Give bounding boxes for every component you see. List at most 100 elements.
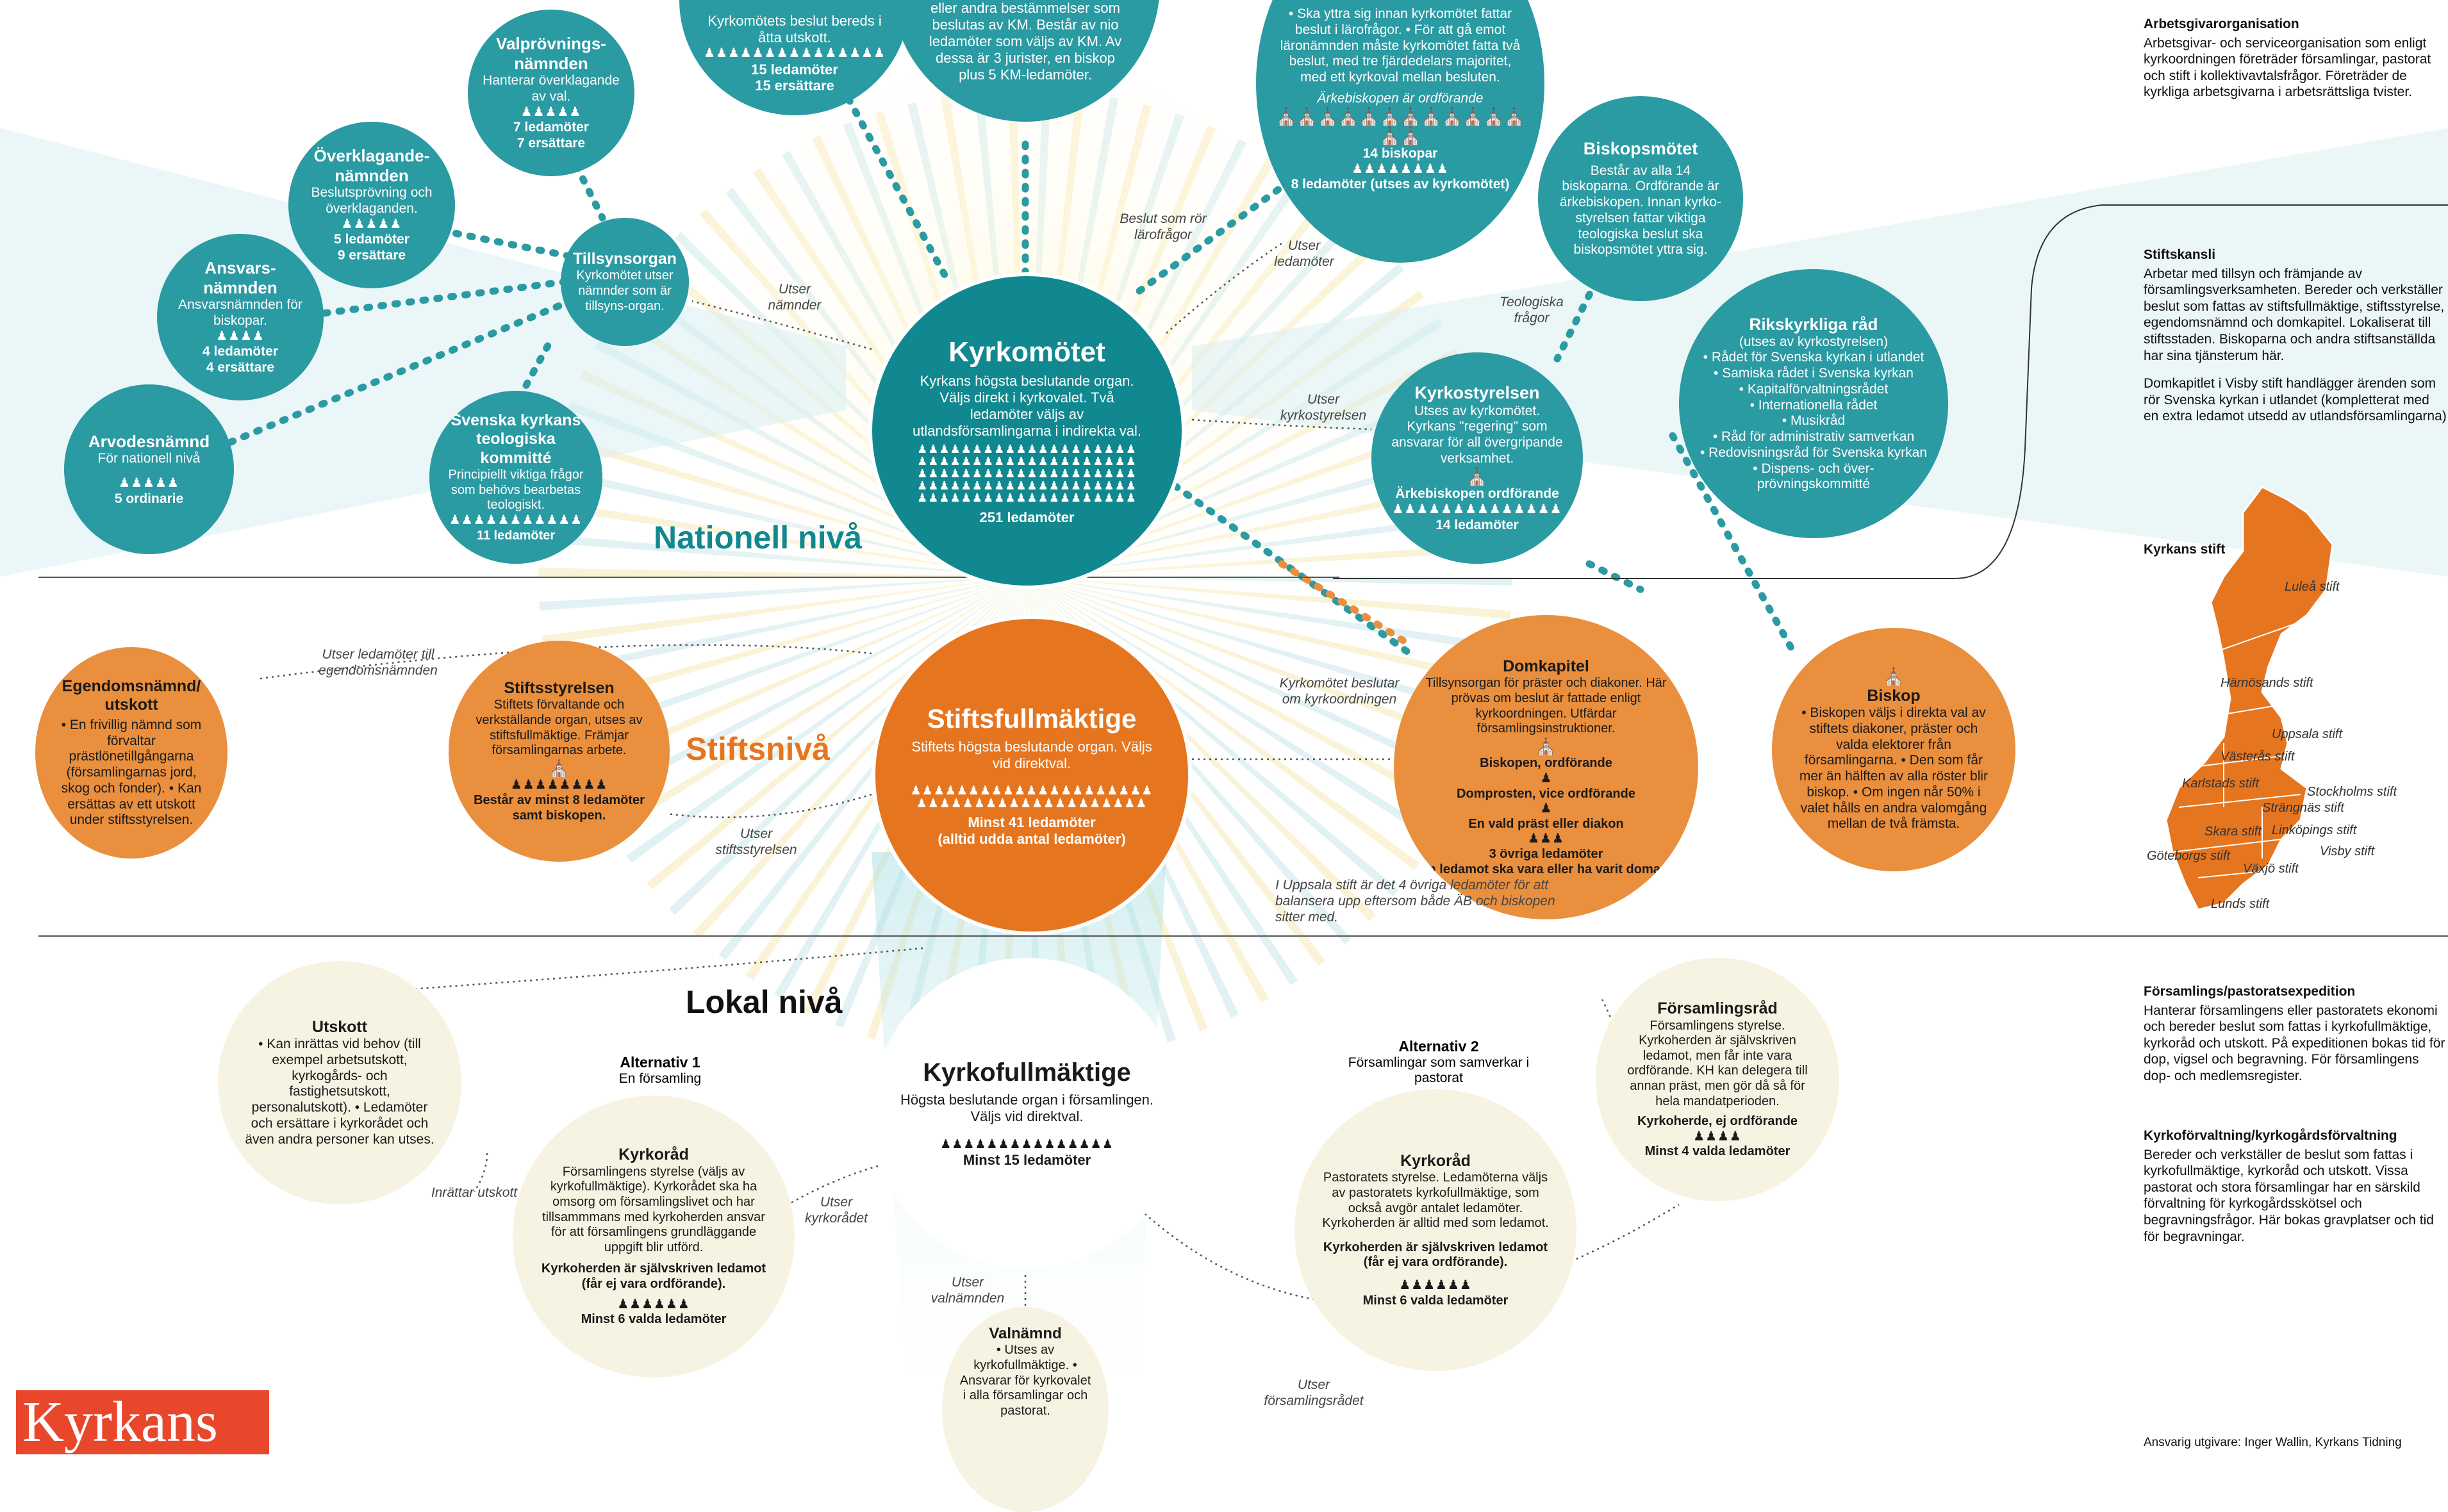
ansvars-title: Ansvars-nämnden [203,258,277,297]
map-label: Växjö stift [2243,862,2299,876]
forsamlingsrad-desc: Församlingens styrelse. Kyrkoherden är s… [1627,1018,1808,1108]
people-icon: ♟♟♟♟♟♟ [1399,1278,1472,1292]
domkapitel-l2: Domprosten, vice ordförande [1457,786,1635,801]
label-utser-styrelse: Utser stiftsstyrelsen [715,826,797,857]
stiftskansli-text2: Domkapitlet i Visby stift handlägger äre… [2144,376,2447,424]
expedition-text: Hanterar församlingens eller pastoratets… [2144,1003,2445,1084]
arvodes-circle: Arvodesnämnd För nationell nivå ♟♟♟♟♟ 5 … [64,384,234,554]
label-utser-ledamoter: Utser ledamöter [1274,238,1334,269]
utskott-title: Utskott [311,1017,368,1036]
valnamnd-desc: • Utses av kyrkofullmäktige. • Ansvarar … [959,1343,1091,1418]
alt2-sub: Församlingar som samverkar i pastorat [1348,1055,1530,1085]
overklagande-count: 5 ledamöter [334,232,409,247]
domkapitel-l4: 3 övriga ledamöter [1489,846,1603,861]
biskop-desc: • Biskopen väljs i direkta val av stifte… [1799,705,1989,832]
domkapitel-title: Domkapitel [1503,657,1589,675]
overklagande-sub: 9 ersättare [337,248,406,263]
sidebar-forvaltning: Kyrkoförvaltning/kyrkogårdsförvaltning B… [2144,1128,2448,1245]
kyrkostyrelsen-title: Kyrkostyrelsen [1414,382,1540,402]
map-label: Skara stift [2204,825,2262,839]
kyrkorad2-desc: Pastoratets styrelse. Ledamöterna väljs … [1322,1171,1549,1231]
rikskyrkliga-sub: (utses av kyrkostyrelsen) [1739,334,1889,349]
teologiska-circle: Svenska kyrkans teologiska kommitté Prin… [429,391,602,564]
people-icon: ♟♟♟♟♟♟ [617,1297,690,1311]
label-teologiska-fragor: Teologiska frågor [1500,295,1564,325]
stiftsstyrelsen-desc: Stiftets förvaltande och verkställande o… [476,698,643,758]
overklagande-title: Överklagande-nämnden [313,146,430,185]
rattsnamnd-circle-top: eller andra bestämmelser som beslutas av… [891,0,1160,122]
map-label: Uppsala stift [2272,727,2343,741]
kyrkomotet-count: 251 ledamöter [979,509,1075,525]
utskott-circle: Utskott • Kan inrättas vid behov (till e… [218,961,461,1204]
sidebar-stiftskansli: Stiftskansli Arbetar med tillsyn och frä… [2144,247,2448,425]
alt1-title: Alternativ 1 [620,1054,700,1071]
rikskyrkliga-item: • Dispens- och över-prövningskommitté [1753,461,1874,492]
valprovning-desc: Hanterar överklagande av val. [483,73,620,104]
map-label: Göteborgs stift [2147,849,2231,863]
stiftsfullmaktige-sub: (alltid udda antal ledamöter) [938,830,1126,847]
label-utser-egendom: Utser ledamöter till egendomsnämnden [318,647,438,678]
bishop-icon: ⛪ [1466,466,1488,486]
arbetsgivar-text: Arbetsgivar- och serviceorganisation som… [2144,35,2431,100]
stiftsstyrelsen-count: Består av minst 8 ledamöter samt biskope… [474,793,645,823]
ansvars-sub: 4 ersättare [206,360,275,375]
domkapitel-l3: En vald präst eller diakon [1468,816,1624,831]
tillsyn-circle: Tillsynsorgan Kyrkomötet utser nämnder s… [561,218,689,346]
kyrkans-logo: Kyrkans [16,1390,269,1454]
teologiska-title: Svenska kyrkans teologiska kommitté [451,411,581,467]
label-utser-valnamnden: Utser valnämnden [930,1275,1005,1306]
forvaltning-title: Kyrkoförvaltning/kyrkogårdsförvaltning [2144,1128,2397,1143]
map-label: Karlstads stift [2182,777,2260,791]
kyrkofullmaktige-count: Minst 15 ledamöter [963,1152,1091,1169]
alt2-title: Alternativ 2 [1398,1038,1479,1055]
bishop-icon: ⛪ [549,758,570,778]
utskott-desc: • Kan inrättas vid behov (till exempel a… [245,1037,434,1147]
sidebar-arbetsgivar: Arbetsgivarorganisation Arbetsgivar- och… [2144,16,2448,101]
valprovning-title: Valprövnings-nämnden [496,34,606,73]
person-icon: ♟ [1540,771,1552,785]
laronamnd-count2: 8 ledamöter (utses av kyrkomötet) [1291,177,1510,192]
ansvars-desc: Ansvarsnämnden för biskopar. [178,297,302,329]
people-icon: ♟♟♟♟♟ [119,476,179,491]
footer-text: Ansvarig utgivare: Inger Wallin, Kyrkans… [2144,1436,2402,1449]
kyrkomotet-desc: Kyrkans högsta beslutande organ. Väljs d… [912,373,1142,440]
arvodes-count: 5 ordinarie [114,491,184,506]
stiftsstyrelsen-circle: Stiftsstyrelsen Stiftets förvaltande och… [449,641,670,862]
person-icon: ♟ [1540,801,1552,816]
bishop-icon: ⛪ [1535,736,1557,756]
label-utser-namnder: Utser nämnder [768,282,822,313]
label-beslut-laro: Beslut som rör lärofrågor [1120,211,1207,242]
kyrkofullmaktige-title: Kyrkofullmäktige [923,1058,1131,1087]
kyrkorad1-circle: Kyrkoråd Församlingens styrelse (väljs a… [513,1096,795,1377]
people-icon: ♟♟♟♟♟♟♟♟♟♟♟♟♟♟♟ [940,1137,1114,1151]
forvaltning-text: Bereder och verkställer de beslut som fa… [2144,1147,2434,1244]
label-km-beslutar: Kyrkomötet beslutar om kyrkoordningen [1279,676,1400,707]
forsamlingsrad-bold: Kyrkoherde, ej ordförande [1637,1114,1798,1129]
egendom-desc: • En frivillig nämnd som förvaltar präst… [61,717,202,828]
kyrkorad2-bold: Kyrkoherden är självskriven ledamot (får… [1323,1240,1548,1270]
stiftsfullmaktige-desc: Stiftets högsta beslutande organ. Väljs … [911,738,1152,771]
rikskyrkliga-item: • Samiska rådet i Svenska kyrkan [1714,366,1914,381]
kyrkorad2-circle: Kyrkoråd Pastoratets styrelse. Ledamöter… [1294,1089,1576,1371]
people-icon: ♟♟♟♟♟♟♟♟♟♟♟♟♟♟♟♟♟♟♟♟♟♟♟♟♟♟♟♟♟♟♟♟♟♟♟♟♟♟♟♟… [917,443,1137,504]
label-uppsala-note: I Uppsala stift är det 4 övriga ledamöte… [1275,878,1555,924]
stiftskansli-title: Stiftskansli [2144,247,2216,262]
laronamnd-desc: • Ska yttra sig innan kyrkomötet fattar … [1280,6,1521,85]
valprovning-sub: 7 ersättare [517,136,586,151]
arbetsgivar-title: Arbetsgivarorganisation [2144,17,2299,31]
stiftsfullmaktige-count: Minst 41 ledamöter [968,814,1096,830]
stiftskansli-text: Arbetar med tillsyn och främjande av för… [2144,266,2445,363]
map-label: Luleå stift [2285,580,2340,594]
level-national-label: Nationell nivå [654,520,863,555]
utskott-top-count: 15 ledamöter [751,61,838,78]
map-label: Lunds stift [2211,897,2270,911]
rikskyrkliga-item: • Internationella rådet [1749,397,1878,413]
ansvars-circle: Ansvars-nämnden Ansvarsnämnden för bisko… [157,234,324,400]
map-label: Härnösands stift [2221,676,2313,690]
kyrkomotet-title: Kyrkomötet [948,336,1105,368]
utskott-top-sub: 15 ersättare [755,78,834,94]
domkapitel-l5: En ledamot ska vara eller ha varit domar… [1419,862,1673,876]
people-icon: ♟♟♟♟♟♟♟♟♟♟♟♟♟♟ [1392,502,1562,516]
laronamnd-count1: 14 biskopar [1362,145,1438,161]
kyrkorad1-title: Kyrkoråd [618,1146,689,1164]
